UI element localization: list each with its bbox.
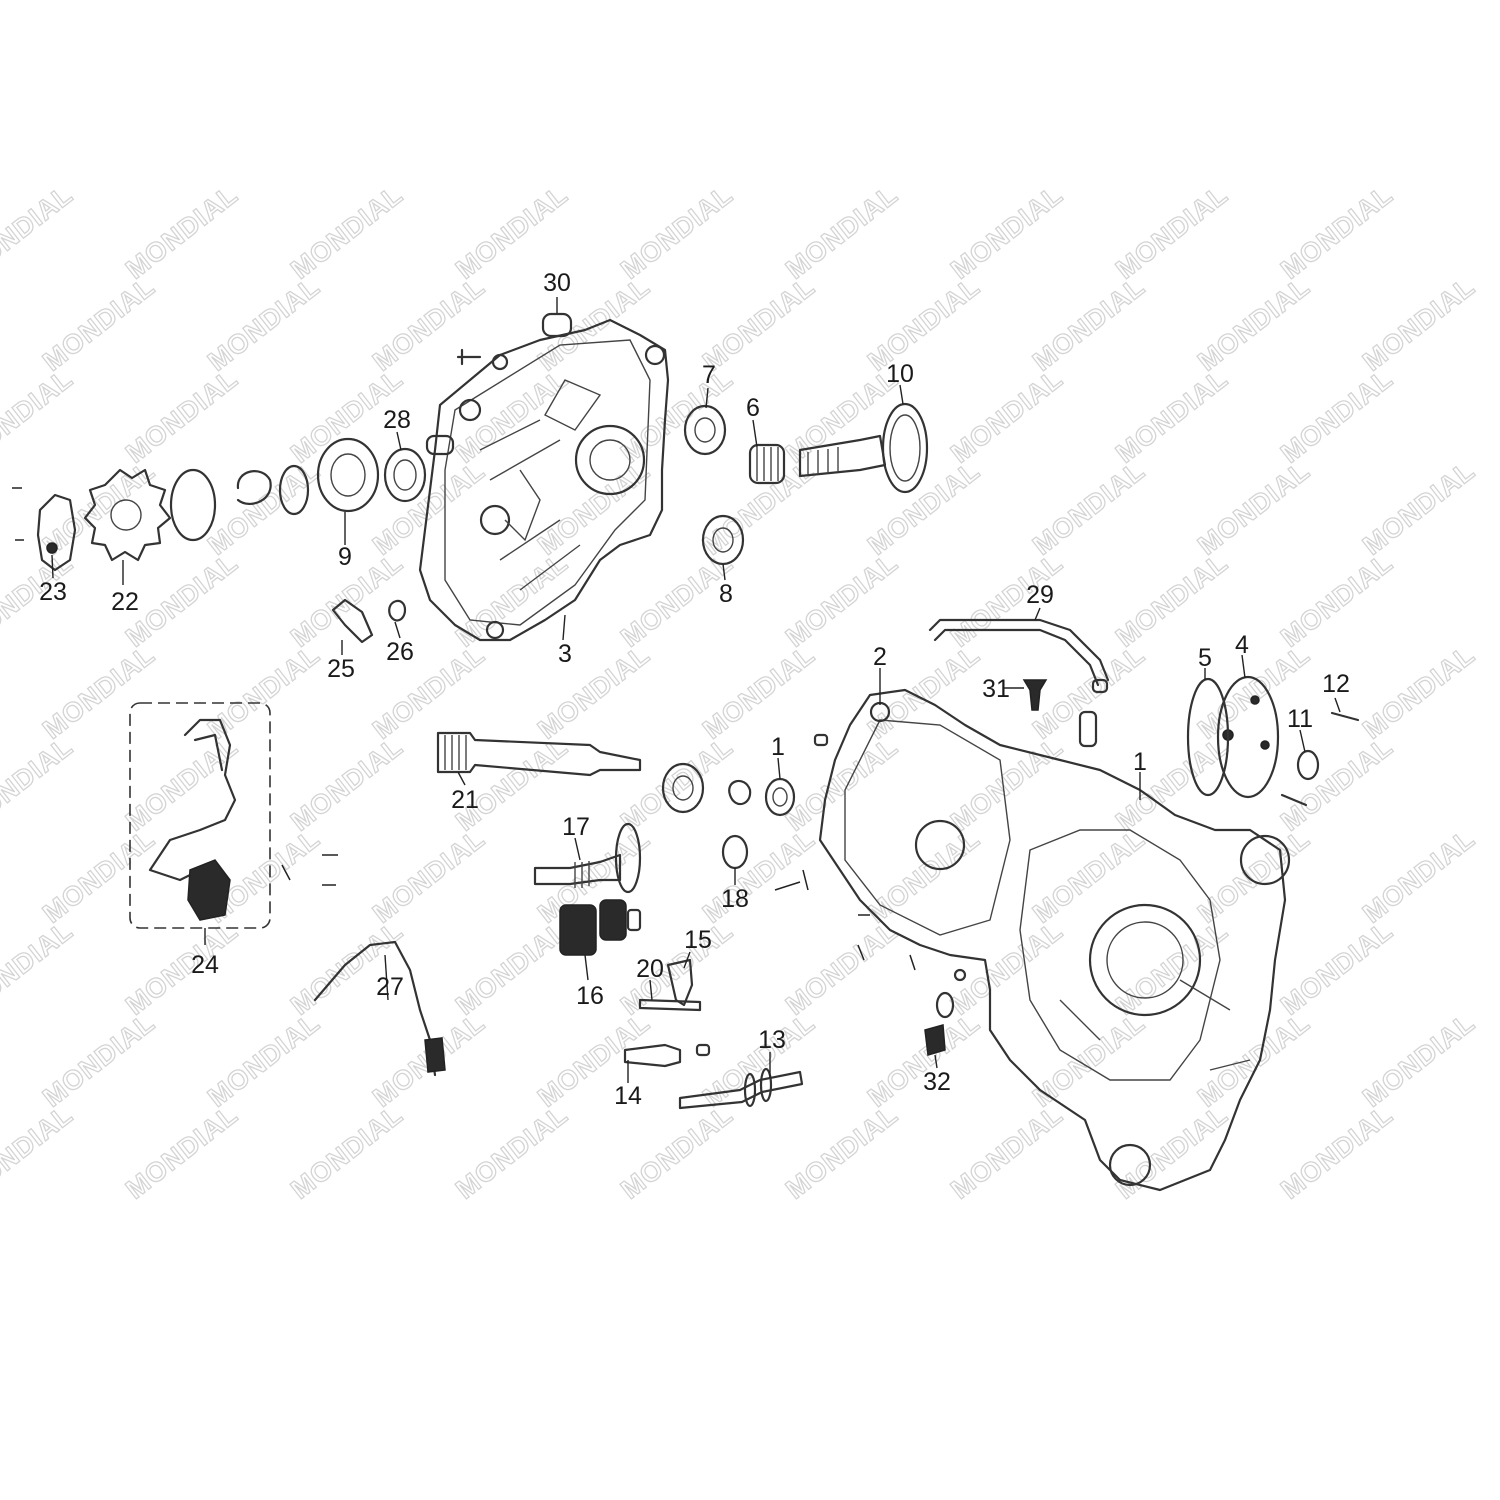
callout-2: 2 — [873, 643, 887, 671]
part-22-sprocket — [83, 468, 172, 562]
callout-13: 13 — [758, 1026, 786, 1054]
callout-15: 15 — [684, 926, 712, 954]
part-32-drain-bolt — [924, 968, 967, 1056]
part-7-bearing — [683, 404, 727, 456]
part-10-gear-shaft — [798, 402, 929, 494]
part-26-spring — [388, 599, 407, 622]
callout-17: 17 — [562, 813, 590, 841]
part-29-hose — [928, 618, 1110, 682]
part-28-seal — [383, 447, 427, 503]
callout-12: 12 — [1322, 670, 1350, 698]
callout-1-seal: 1 — [771, 733, 785, 761]
callout-5: 5 — [1198, 644, 1212, 672]
bolt — [857, 914, 916, 971]
callout-8: 8 — [719, 580, 733, 608]
callout-25: 25 — [327, 655, 355, 683]
part-5-gasket — [1186, 677, 1230, 797]
callout-23: 23 — [39, 578, 67, 606]
part-25-clip — [331, 598, 374, 644]
left-crankcase — [418, 318, 670, 642]
callout-7: 7 — [702, 361, 716, 389]
callout-18: 18 — [721, 885, 749, 913]
callout-20: 20 — [636, 955, 664, 983]
part-24-shift-lever — [129, 702, 271, 929]
circlip — [236, 470, 272, 506]
part-31-bolt — [1022, 679, 1048, 711]
part-27-cable — [313, 940, 437, 1077]
callout-28: 28 — [383, 406, 411, 434]
callout-9: 9 — [338, 543, 352, 571]
part-13-shaft — [678, 1067, 804, 1110]
callout-3: 3 — [558, 640, 572, 668]
part-30-bush — [541, 312, 573, 338]
part-21-shaft — [436, 731, 642, 777]
part-16-gear-cluster — [559, 899, 642, 956]
circlip-small — [728, 779, 752, 806]
bolt — [281, 854, 338, 886]
part-11-seal — [1296, 749, 1320, 781]
bolt — [456, 348, 482, 366]
part-17-gear-shaft — [533, 822, 642, 894]
callout-4: 4 — [1235, 631, 1249, 659]
callout-21: 21 — [451, 786, 479, 814]
bolt — [774, 869, 809, 891]
callout-11: 11 — [1287, 705, 1313, 733]
callout-32: 32 — [923, 1068, 951, 1096]
part-12-bolt — [1330, 711, 1360, 722]
callout-30: 30 — [543, 269, 571, 297]
leader-lines — [51, 297, 1341, 1083]
callout-labels: 30 28 9 22 23 25 26 3 7 6 10 8 29 2 31 5… — [39, 269, 1350, 1110]
callout-16: 16 — [576, 982, 604, 1010]
parts-layer — [12, 297, 1360, 1192]
part-20-pin — [638, 998, 702, 1012]
callout-27: 27 — [376, 973, 404, 1001]
ring — [278, 464, 310, 516]
callout-29: 29 — [1026, 581, 1054, 609]
right-crankcase — [818, 688, 1291, 1192]
part-23-plate — [36, 493, 77, 572]
callout-26: 26 — [386, 638, 414, 666]
part-14-switch — [623, 1043, 682, 1068]
callout-14: 14 — [614, 1082, 642, 1110]
part-6-needle-bearing — [748, 443, 786, 485]
part-4-cover — [1216, 675, 1280, 799]
part-9-bearing — [316, 437, 380, 513]
ring-large — [169, 468, 217, 542]
callout-24: 24 — [191, 951, 219, 979]
callout-6: 6 — [746, 394, 760, 422]
callout-10: 10 — [886, 360, 914, 388]
callout-31: 31 — [982, 675, 1010, 703]
callout-1: 1 — [1133, 748, 1147, 776]
callout-22: 22 — [111, 588, 139, 616]
bearing — [661, 762, 705, 814]
